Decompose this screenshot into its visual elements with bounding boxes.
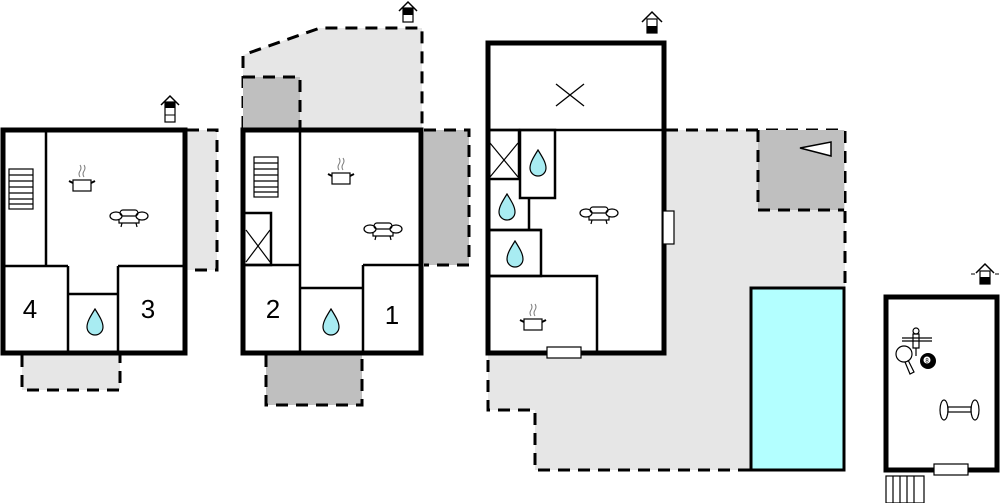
water-drop-icon <box>498 193 516 221</box>
floor-a-outline <box>0 127 188 356</box>
house-level-icon <box>398 0 418 23</box>
floor-upper-b: 2 1 <box>240 0 471 407</box>
terrace-right <box>424 130 469 265</box>
billiard-ball-icon: 8 <box>920 353 936 369</box>
covered-terrace <box>243 77 300 128</box>
terrace-bottom <box>266 355 362 405</box>
water-drop-icon <box>506 240 524 268</box>
room-label-4: 4 <box>23 294 37 324</box>
annex-outline <box>883 294 1000 473</box>
room-label-1: 1 <box>385 300 399 330</box>
annex-game-room: 8 <box>883 262 1000 503</box>
billiard-ball-number: 8 <box>925 359 929 365</box>
outside-stairs-icon <box>885 475 925 503</box>
sofa-icon <box>109 209 149 228</box>
water-drop-icon <box>529 149 547 177</box>
room-label-3: 3 <box>141 294 155 324</box>
floor-upper-a: 4 3 <box>0 94 219 392</box>
stairs-icon <box>253 156 279 198</box>
dumbbell-icon <box>939 399 980 421</box>
pool <box>749 286 846 472</box>
house-level-icon <box>641 10 663 34</box>
kitchen-pot-icon <box>519 303 547 331</box>
room-label-2: 2 <box>266 294 280 324</box>
door <box>933 463 969 476</box>
stairs-icon <box>8 168 34 210</box>
sofa-icon <box>363 222 403 241</box>
water-drop-icon <box>322 308 340 336</box>
door <box>546 346 582 359</box>
kitchen-pot-icon <box>68 164 96 192</box>
house-level-icon <box>160 94 180 123</box>
floor-ground <box>485 10 847 472</box>
foosball-icon <box>902 327 932 356</box>
window <box>662 210 675 245</box>
table-tennis-icon <box>895 345 915 375</box>
terrace-bottom <box>22 355 120 390</box>
kitchen-pot-icon <box>327 157 355 185</box>
barbecue-icon <box>799 141 832 157</box>
water-drop-icon <box>86 308 104 336</box>
terrace-right <box>187 130 217 270</box>
sofa-icon <box>579 206 619 225</box>
house-level-icon <box>971 262 999 285</box>
